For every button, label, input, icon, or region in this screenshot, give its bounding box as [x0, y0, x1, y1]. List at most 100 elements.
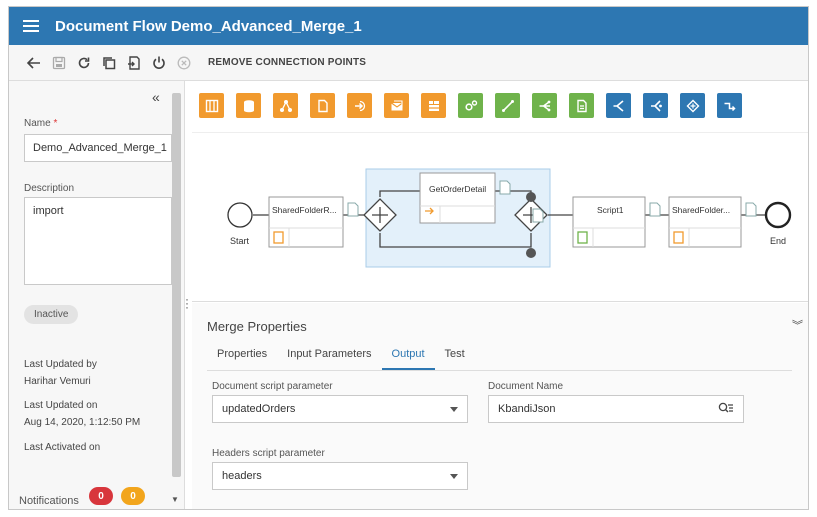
flow-diagram: Start SharedFolderR... GetOr	[227, 168, 792, 268]
document-name-field[interactable]: KbandiJson	[488, 395, 744, 423]
remove-connection-points-button[interactable]: REMOVE CONNECTION POINTS	[208, 57, 367, 68]
arrow-out-palette-button[interactable]	[347, 93, 372, 118]
merge-gateway[interactable]	[514, 198, 548, 232]
mail-icon	[390, 99, 403, 110]
end-label: End	[770, 236, 786, 246]
document-script-param-value: updatedOrders	[222, 403, 296, 415]
last-updated-on-value: Aug 14, 2020, 1:12:50 PM	[24, 417, 141, 428]
list-icon	[428, 100, 439, 111]
start-label: Start	[230, 236, 250, 246]
end-event[interactable]	[764, 201, 792, 229]
route-icon	[724, 102, 736, 111]
connection-point-2[interactable]	[526, 248, 536, 258]
gears-palette-button[interactable]	[458, 93, 483, 118]
merge-left-palette-button[interactable]	[606, 93, 631, 118]
gears-icon	[464, 99, 477, 111]
status-badge: Inactive	[24, 305, 79, 324]
table-palette-button[interactable]	[199, 93, 224, 118]
import-icon[interactable]	[121, 50, 146, 75]
vertical-splitter-handle[interactable]: ···	[185, 292, 189, 314]
flow-node-get-order-detail[interactable]: GetOrderDetail	[419, 172, 496, 224]
tab-test[interactable]: Test	[444, 348, 465, 360]
collapse-properties-icon[interactable]: ︾	[792, 320, 803, 332]
description-label: Description	[24, 183, 75, 194]
list-palette-button[interactable]	[421, 93, 446, 118]
gateway-doc-icon[interactable]	[532, 208, 544, 223]
node-doc-icon[interactable]	[499, 180, 511, 195]
merge-advanced-icon	[650, 99, 662, 112]
document-icon	[273, 231, 284, 244]
tab-output[interactable]: Output	[381, 343, 435, 370]
diamond-flow-palette-button[interactable]	[680, 93, 705, 118]
last-activated-label: Last Activated on	[24, 442, 101, 453]
share-nodes-icon	[279, 99, 292, 112]
diamond-flow-icon	[686, 99, 699, 112]
node-label: SharedFolderR...	[272, 205, 337, 215]
document-icon	[673, 231, 684, 244]
arrow-out-icon	[354, 100, 365, 111]
flow-canvas[interactable]: Start SharedFolderR... GetOr	[192, 132, 808, 302]
properties-tabs: Properties Input Parameters Output Test	[207, 343, 792, 371]
headers-script-param-select[interactable]: headers	[212, 462, 468, 490]
script-doc-palette-button[interactable]	[569, 93, 594, 118]
refresh-icon[interactable]	[71, 50, 96, 75]
close-circle-icon[interactable]	[171, 50, 196, 75]
database-icon	[243, 99, 254, 112]
split-palette-button[interactable]	[532, 93, 557, 118]
properties-panel: Merge Properties ︾ Properties Input Param…	[192, 303, 808, 509]
headers-script-param-value: headers	[222, 470, 262, 482]
warning-count-badge[interactable]: 0	[121, 487, 145, 505]
database-palette-button[interactable]	[236, 93, 261, 118]
name-label: Name *	[24, 118, 58, 129]
arrow-out-icon	[425, 207, 434, 215]
document-script-param-label: Document script parameter	[212, 381, 333, 392]
name-field[interactable]: Demo_Advanced_Merge_1	[24, 134, 172, 162]
node-doc-icon[interactable]	[347, 202, 359, 217]
script-doc-icon	[576, 99, 587, 112]
scroll-down-icon[interactable]: ▼	[171, 495, 179, 504]
left-scrollbar[interactable]	[172, 93, 181, 477]
page-title: Document Flow Demo_Advanced_Merge_1	[55, 17, 362, 35]
save-icon[interactable]	[46, 50, 71, 75]
share-nodes-palette-button[interactable]	[273, 93, 298, 118]
search-list-icon[interactable]	[718, 402, 734, 416]
document-script-param-select[interactable]: updatedOrders	[212, 395, 468, 423]
power-icon[interactable]	[146, 50, 171, 75]
node-label: SharedFolder...	[672, 205, 730, 215]
node-doc-icon[interactable]	[649, 202, 661, 217]
merge-left-icon	[613, 99, 624, 112]
component-palette	[199, 93, 754, 118]
hamburger-menu-icon[interactable]	[23, 20, 39, 32]
line-palette-button[interactable]	[495, 93, 520, 118]
toolbar: REMOVE CONNECTION POINTS	[9, 45, 808, 81]
route-palette-button[interactable]	[717, 93, 742, 118]
start-event[interactable]	[227, 202, 253, 228]
headers-script-param-label: Headers script parameter	[212, 448, 325, 459]
document-icon	[317, 99, 328, 112]
merge-advanced-palette-button[interactable]	[643, 93, 668, 118]
error-count-badge[interactable]: 0	[89, 487, 113, 505]
left-panel: « Name * Demo_Advanced_Merge_1 Descripti…	[9, 81, 185, 509]
last-updated-by-value: Harihar Vemuri	[24, 376, 91, 387]
copy-icon[interactable]	[96, 50, 121, 75]
table-icon	[205, 99, 218, 112]
fork-gateway[interactable]	[363, 198, 397, 232]
node-label: Script1	[597, 205, 624, 215]
back-arrow-icon[interactable]	[21, 50, 46, 75]
last-updated-by-label: Last Updated by	[24, 359, 97, 370]
tab-properties[interactable]: Properties	[217, 348, 268, 360]
document-name-label: Document Name	[488, 381, 564, 392]
description-field[interactable]: import	[24, 197, 172, 285]
flow-node-shared-folder-read[interactable]: SharedFolderR...	[268, 196, 344, 248]
tab-input-parameters[interactable]: Input Parameters	[287, 348, 372, 360]
connection-point-1[interactable]	[526, 192, 536, 202]
flow-node-shared-folder-write[interactable]: SharedFolder...	[668, 196, 742, 248]
document-name-value: KbandiJson	[498, 403, 556, 415]
flow-node-script1[interactable]: Script1	[572, 196, 646, 248]
document-palette-button[interactable]	[310, 93, 335, 118]
collapse-left-icon[interactable]: «	[152, 89, 160, 105]
properties-title: Merge Properties	[207, 319, 307, 334]
mail-palette-button[interactable]	[384, 93, 409, 118]
node-doc-icon[interactable]	[745, 202, 757, 217]
title-bar: Document Flow Demo_Advanced_Merge_1	[9, 7, 808, 45]
